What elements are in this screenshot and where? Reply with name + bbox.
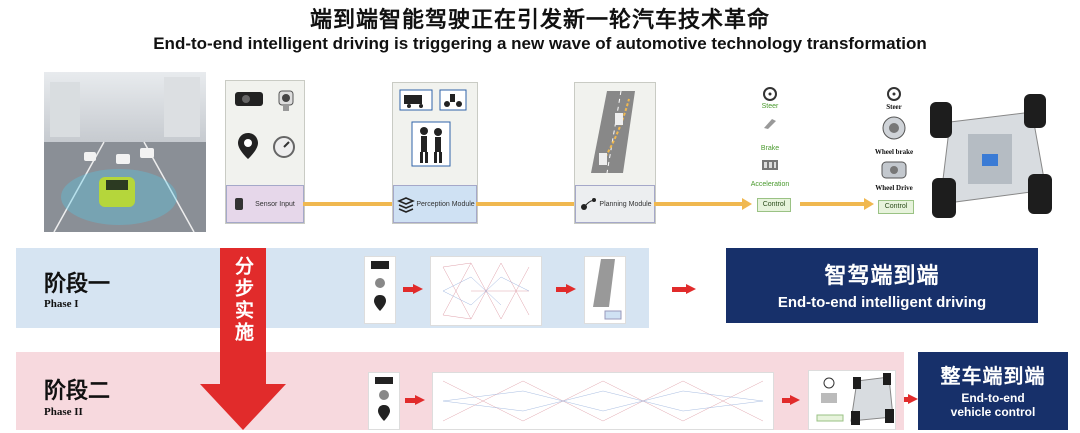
flow-line-3 bbox=[654, 202, 742, 206]
vehicle-wheel-brake-label: Wheel brake bbox=[874, 148, 914, 156]
phase-one-result-arrow bbox=[686, 284, 696, 294]
camera-icon bbox=[235, 92, 263, 106]
step-arrow-shaft bbox=[220, 248, 266, 386]
wheel-brake-icon bbox=[882, 116, 906, 140]
phase-one-band bbox=[16, 248, 649, 328]
phase-two-arrow-1 bbox=[415, 395, 425, 405]
sensor-input-tag: Sensor Input bbox=[226, 185, 304, 223]
wheel-drive-icon bbox=[881, 161, 907, 179]
planning-panel: Planning Module bbox=[574, 82, 656, 224]
perception-module-label: Perception Module bbox=[416, 200, 475, 208]
steering-wheel-icon bbox=[763, 87, 777, 101]
flow-arrow-head-3 bbox=[742, 198, 752, 210]
step-arrow-head bbox=[200, 384, 286, 430]
phase-two-result-arrow-stem bbox=[904, 397, 910, 402]
control-column: Steer Brake Acceleration Control bbox=[740, 86, 800, 216]
phase-one-result-en: End-to-end intelligent driving bbox=[777, 294, 987, 311]
phase-two-arrow-2-stem bbox=[782, 398, 790, 403]
sensor-panel: Sensor Input bbox=[225, 80, 305, 224]
vehicle-wheel-drive-label: Wheel Drive bbox=[875, 184, 913, 192]
phase-one-result-arrow-stem bbox=[672, 287, 686, 292]
phase-two-title-en: Phase II bbox=[44, 406, 83, 418]
phase-two-result-cn: 整车端到端 bbox=[940, 364, 1046, 388]
phase-one-network-diagram bbox=[430, 256, 542, 326]
phase-two-sensor-thumb bbox=[368, 372, 400, 430]
flow-line-4 bbox=[800, 202, 864, 206]
phase-one-title-cn: 阶段一 bbox=[44, 272, 111, 297]
phase-two-arrow-1-stem bbox=[405, 398, 415, 403]
title-chinese: 端到端智能驾驶正在引发新一轮汽车技术革命 bbox=[309, 8, 770, 33]
vehicle-chassis-image bbox=[930, 94, 1052, 218]
vehicle-control-column: Steer Wheel brake Wheel Drive Control bbox=[862, 86, 926, 216]
pedestrians-icon bbox=[411, 121, 451, 167]
control-brake-label: Brake bbox=[760, 145, 780, 152]
phase-one-title-en: Phase I bbox=[44, 298, 79, 310]
phase-one-planning-thumb bbox=[584, 256, 626, 324]
vehicle-control-box: Control bbox=[878, 200, 914, 214]
layers-icon bbox=[397, 197, 415, 213]
road-scene-image bbox=[44, 72, 206, 232]
route-pin-icon bbox=[581, 198, 596, 210]
phase-two-result-en-1: End-to-end bbox=[961, 391, 1025, 405]
phase-one-sensor-thumb bbox=[364, 256, 396, 324]
location-pin-icon bbox=[238, 133, 258, 159]
perception-panel: Perception Module bbox=[392, 82, 478, 224]
flow-line-2 bbox=[476, 202, 574, 206]
speedometer-icon bbox=[273, 136, 295, 158]
car-sensor-icon bbox=[235, 198, 243, 210]
perception-module-tag: Perception Module bbox=[393, 185, 477, 223]
control-steer-label: Steer bbox=[761, 103, 779, 110]
phase-one-result-cn: 智驾端到端 bbox=[824, 264, 940, 289]
phase-two-vehicle-thumb bbox=[808, 370, 896, 430]
phase-one-result-box: 智驾端到端 End-to-end intelligent driving bbox=[726, 248, 1038, 323]
title-english: End-to-end intelligent driving is trigge… bbox=[153, 34, 927, 53]
truck-icon bbox=[399, 89, 433, 111]
phase-two-result-en-2: vehicle control bbox=[950, 405, 1036, 419]
phase-two-title-cn: 阶段二 bbox=[44, 379, 111, 404]
planning-module-label: Planning Module bbox=[599, 200, 652, 208]
phase-one-arrow-2 bbox=[566, 284, 576, 294]
phase-two-result-box: 整车端到端 End-to-end vehicle control bbox=[918, 352, 1068, 430]
flow-line-1 bbox=[303, 202, 392, 206]
phase-one-arrow-2-stem bbox=[556, 287, 566, 292]
phase-one-arrow-1-stem bbox=[403, 287, 413, 292]
vehicle-steer-label: Steer bbox=[886, 103, 902, 111]
road-planning-icon bbox=[591, 91, 635, 173]
phase-two-arrow-2 bbox=[790, 395, 800, 405]
control-acceleration-label: Acceleration bbox=[750, 181, 790, 188]
planning-module-tag: Planning Module bbox=[575, 185, 655, 223]
motorcycle-icon bbox=[439, 89, 467, 111]
control-box: Control bbox=[757, 198, 791, 212]
step-arrow-text: 分步实施 bbox=[232, 256, 254, 344]
steering-wheel-icon-2 bbox=[887, 87, 901, 101]
accelerator-icon bbox=[762, 160, 778, 170]
phase-two-result-arrow bbox=[908, 394, 918, 404]
brake-pedal-icon bbox=[764, 119, 776, 129]
sensor-input-label: Sensor Input bbox=[255, 200, 295, 208]
camera-module-icon bbox=[278, 90, 294, 111]
phase-two-network-diagram bbox=[432, 372, 774, 430]
flow-arrow-head-4 bbox=[864, 198, 874, 210]
phase-one-arrow-1 bbox=[413, 284, 423, 294]
